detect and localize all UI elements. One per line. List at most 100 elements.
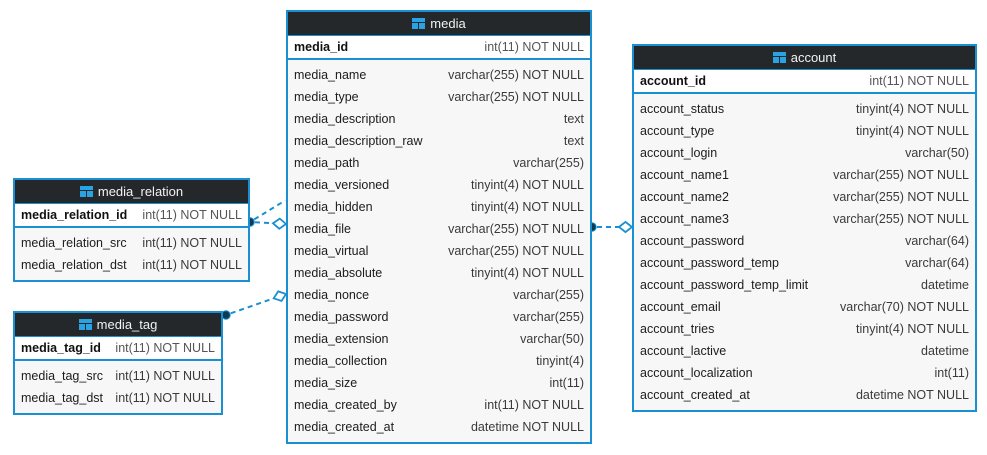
column-name: media_absolute xyxy=(294,266,383,280)
column-row[interactable]: media_name varchar(255) NOT NULL xyxy=(288,64,590,86)
column-row[interactable]: media_collection tinyint(4) xyxy=(288,350,590,372)
column-row[interactable]: media_extension varchar(50) xyxy=(288,328,590,350)
column-type: varchar(255) NOT NULL xyxy=(833,190,969,204)
relationship-line xyxy=(254,221,276,225)
column-type: tinyint(4) NOT NULL xyxy=(471,266,584,280)
column-name: account_name1 xyxy=(640,168,729,182)
column-name: media_path xyxy=(294,156,360,170)
relationship-rel-media-tag-media[interactable] xyxy=(221,289,288,320)
column-row[interactable]: media_password varchar(255) xyxy=(288,306,590,328)
column-name: media_tag_id xyxy=(21,341,101,355)
entity-media_relation[interactable]: media_relation media_relation_id int(11) N… xyxy=(13,178,250,282)
column-list: media_name varchar(255) NOT NULL media_typ… xyxy=(288,60,590,442)
column-type: datetime NOT NULL xyxy=(470,420,584,434)
column-type: varchar(255) xyxy=(513,156,584,170)
column-name: media_size xyxy=(294,376,358,390)
entity-header-media_relation[interactable]: media_relation xyxy=(15,180,248,203)
column-type: int(11) NOT NULL xyxy=(484,40,584,54)
column-row[interactable]: media_created_by int(11) NOT NULL xyxy=(288,394,590,416)
column-type: varchar(255) NOT NULL xyxy=(448,222,584,236)
table-icon xyxy=(412,18,426,29)
column-name: media_relation_id xyxy=(21,208,128,222)
column-type: int(11) NOT NULL xyxy=(484,398,584,412)
column-type: int(11) NOT NULL xyxy=(142,208,242,222)
table-icon xyxy=(78,319,92,330)
column-type: int(11) NOT NULL xyxy=(142,258,242,272)
column-type: tinyint(4) xyxy=(536,354,584,368)
column-row[interactable]: account_name1 varchar(255) NOT NULL xyxy=(634,164,975,186)
column-type: varchar(255) NOT NULL xyxy=(448,244,584,258)
column-name: media_versioned xyxy=(294,178,390,192)
relationship-rel-media-created-by-account[interactable] xyxy=(587,220,634,234)
entity-title: account xyxy=(790,50,837,65)
table-icon xyxy=(772,52,786,63)
column-row[interactable]: media_size int(11) xyxy=(288,372,590,394)
column-type: datetime xyxy=(921,278,969,292)
relationship-line xyxy=(230,296,276,315)
relationship-line xyxy=(253,199,286,221)
primary-key-row[interactable]: media_tag_id int(11) NOT NULL xyxy=(15,336,221,361)
column-name: media_name xyxy=(294,68,367,82)
column-row[interactable]: media_absolute tinyint(4) NOT NULL xyxy=(288,262,590,284)
column-type: varchar(255) xyxy=(513,310,584,324)
column-type: int(11) xyxy=(549,376,584,390)
primary-key-row[interactable]: media_relation_id int(11) NOT NULL xyxy=(15,203,248,228)
column-name: media_hidden xyxy=(294,200,373,214)
column-row[interactable]: media_path varchar(255) xyxy=(288,152,590,174)
column-name: media_description xyxy=(294,112,396,126)
column-type: varchar(64) xyxy=(905,234,969,248)
entity-header-account[interactable]: account xyxy=(634,46,975,69)
column-type: int(11) NOT NULL xyxy=(115,341,215,355)
column-name: media_extension xyxy=(294,332,389,346)
relationship-target-marker xyxy=(271,217,288,230)
entity-title: media xyxy=(430,16,466,31)
column-type: varchar(70) NOT NULL xyxy=(840,300,969,314)
column-name: media_created_by xyxy=(294,398,397,412)
column-type: varchar(50) xyxy=(520,332,584,346)
relationship-rel-media-relation-dst-media[interactable] xyxy=(245,217,288,230)
relationship-source-marker xyxy=(221,310,231,320)
column-type: varchar(255) NOT NULL xyxy=(833,168,969,182)
column-type: varchar(255) NOT NULL xyxy=(448,68,584,82)
column-type: int(11) NOT NULL xyxy=(115,369,215,383)
entity-header-media_tag[interactable]: media_tag xyxy=(15,313,221,336)
column-name: account_tries xyxy=(640,322,715,336)
column-name: media_password xyxy=(294,310,389,324)
column-name: media_collection xyxy=(294,354,388,368)
column-type: datetime NOT NULL xyxy=(855,388,969,402)
entity-header-media[interactable]: media xyxy=(288,12,590,35)
